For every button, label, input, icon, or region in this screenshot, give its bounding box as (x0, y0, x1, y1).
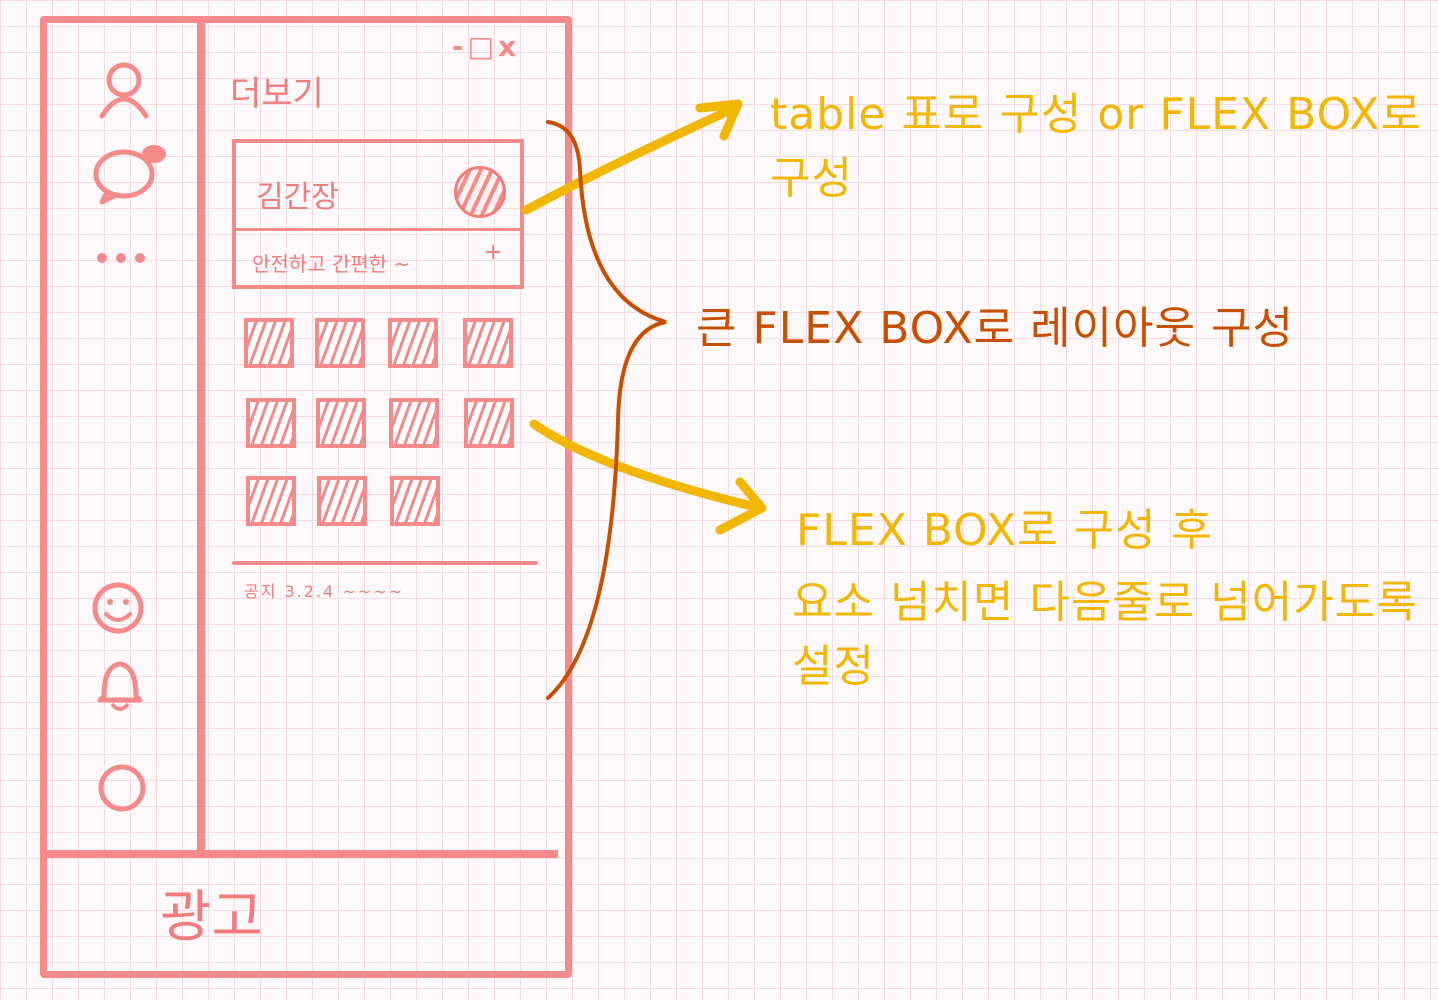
chat-icon[interactable] (92, 140, 174, 206)
more-icon[interactable] (96, 250, 148, 266)
ad-label: 광고 (160, 885, 264, 950)
wrap-note-line1: FLEX BOX로 구성 후 (796, 505, 1214, 556)
page-title: 더보기 (230, 74, 324, 114)
status-message: 안전하고 간편한 ~ (252, 252, 411, 276)
bell-icon[interactable] (94, 656, 146, 714)
window-frame (40, 16, 572, 978)
window-controls[interactable]: -□x (452, 30, 521, 63)
grid-tile[interactable] (316, 398, 366, 448)
grid-tile[interactable] (317, 476, 367, 526)
table-note: table 표로 구성 or FLEX BOX로 구성 (770, 89, 1422, 204)
grid-tile[interactable] (246, 476, 296, 526)
grid-tile[interactable] (390, 476, 440, 526)
circle-icon[interactable] (96, 762, 150, 814)
grid-tile[interactable] (244, 318, 294, 368)
avatar[interactable] (454, 166, 506, 218)
arrow-head-wrap-note (715, 477, 767, 535)
layout-brace (546, 120, 667, 700)
add-button[interactable]: + (484, 240, 503, 265)
wrap-note-line2: 요소 넘치면 다음줄로 넘어가도록 설정 (792, 577, 1418, 692)
smiley-icon[interactable] (90, 580, 146, 636)
layout-note: 큰 FLEX BOX로 레이아웃 구성 (696, 303, 1294, 354)
arrow-head-table-note (695, 99, 743, 141)
notice-divider (232, 561, 538, 565)
arrow-to-wrap-note (529, 419, 765, 513)
grid-tile[interactable] (389, 398, 439, 448)
profile-name: 김간장 (256, 180, 339, 215)
arrow-to-table-note (521, 103, 740, 215)
grid-tile[interactable] (315, 318, 365, 368)
notice-text[interactable]: 공지 3.2.4 ~~~~ (244, 582, 404, 601)
grid-tile[interactable] (246, 398, 296, 448)
grid-tile[interactable] (464, 398, 514, 448)
sidebar-divider (197, 22, 205, 856)
grid-tile[interactable] (463, 318, 513, 368)
grid-tile[interactable] (388, 318, 438, 368)
ad-divider (44, 850, 558, 858)
profile-divider (236, 228, 520, 231)
user-icon[interactable] (96, 60, 152, 120)
profile-box[interactable] (232, 139, 524, 289)
